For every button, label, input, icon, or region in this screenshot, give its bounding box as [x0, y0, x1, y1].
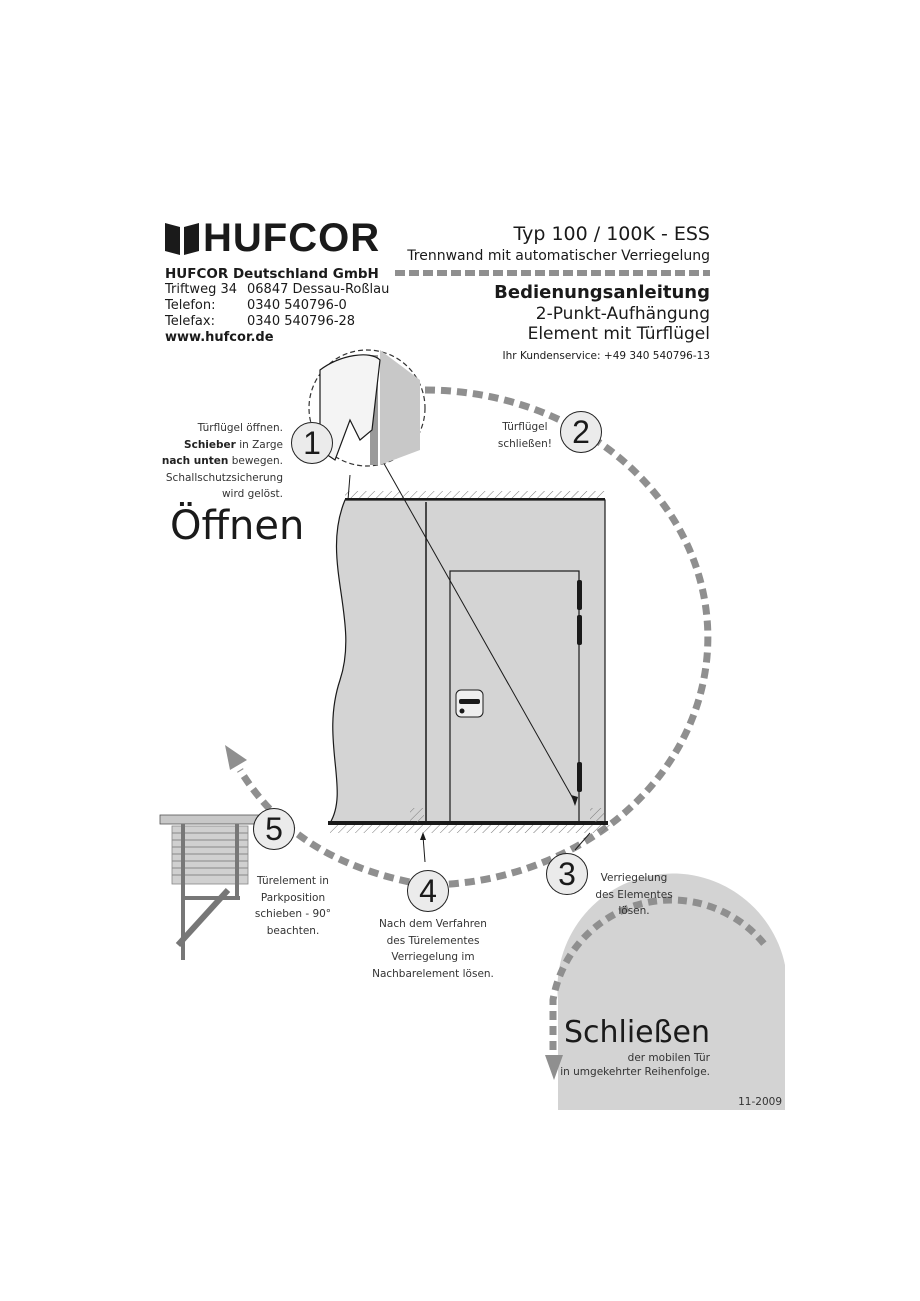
- manual-subtitle-2: Element mit Türflügel: [527, 324, 710, 344]
- type-subtitle: Trennwand mit automatischer Verriegelung: [407, 248, 710, 264]
- website-link[interactable]: www.hufcor.de: [165, 330, 274, 345]
- product-header: Typ 100 / 100K - ESS Trennwand mit autom…: [407, 222, 710, 266]
- dashed-divider: [395, 270, 710, 276]
- document-date: 11-2009: [738, 1096, 782, 1108]
- fax-label: Telefax:: [165, 314, 215, 329]
- manual-title: Bedienungsanleitung: [494, 282, 710, 303]
- step-3-text: Verriegelung des Elementes lösen.: [594, 870, 674, 920]
- step-4-text: Nach dem Verfahren des Türelementes Verr…: [368, 916, 498, 982]
- step-4-line: Nachbarelement lösen.: [372, 967, 494, 980]
- step-1-badge: 1: [291, 422, 333, 464]
- close-line-2: in umgekehrter Reihenfolge.: [560, 1066, 710, 1078]
- process-arc-left: [237, 768, 426, 889]
- step-5-line: schieben - 90° beachten.: [254, 908, 332, 937]
- close-section: Schließen der mobilen Tür in umgekehrter…: [560, 1015, 710, 1079]
- step-1-line: wird gelöst.: [221, 488, 283, 500]
- hufcor-logo: HUFCOR: [165, 218, 380, 258]
- partition-panel: [328, 499, 606, 824]
- person-illustration: [319, 354, 381, 461]
- step-2-badge: 2: [560, 411, 602, 453]
- open-title: Öffnen: [170, 503, 305, 549]
- step-1-text: Türflügel öffnen. Schieber in Zarge nach…: [162, 420, 283, 503]
- step-4-line: Verriegelung im: [391, 951, 475, 963]
- step-3-line: des Elementes: [595, 888, 673, 901]
- step-1-line: Schallschutzsicherung: [165, 471, 283, 484]
- customer-service: Ihr Kundenservice: +49 340 540796-13: [502, 350, 710, 362]
- step-3-line: Verriegelung: [600, 872, 668, 884]
- step-1-line: in Zarge: [235, 438, 283, 451]
- step-3-line: lösen.: [618, 905, 650, 917]
- close-arrow-icon: [545, 1055, 563, 1080]
- close-title: Schließen: [563, 1015, 710, 1050]
- step-5-badge: 5: [253, 808, 295, 850]
- step-4-line: Nach dem Verfahren: [379, 918, 487, 930]
- step-2-line: schließen!: [497, 437, 552, 450]
- step-5-line: Türelement in: [257, 875, 329, 887]
- fax-value: 0340 540796-28: [247, 314, 356, 329]
- step-5-line: Parkposition: [260, 891, 326, 904]
- manual-subtitle-1: 2-Punkt-Aufhängung: [535, 304, 710, 324]
- return-arrow-icon: [225, 745, 247, 770]
- address-street: Triftweg 34: [165, 282, 237, 297]
- company-name: HUFCOR Deutschland GmbH: [165, 266, 379, 282]
- type-title: Typ 100 / 100K - ESS: [513, 223, 710, 245]
- step-4-line: des Türelementes: [386, 934, 480, 947]
- company-info: HUFCOR Deutschland GmbH Triftweg 34 06847…: [165, 266, 389, 346]
- book-logo-icon: [165, 223, 199, 255]
- close-section-bg: [557, 873, 785, 1110]
- door-leaf: [449, 570, 580, 823]
- step-5-text: Türelement in Parkposition schieben - 90…: [228, 873, 358, 939]
- close-arc: [549, 896, 768, 1065]
- step-3-badge: 3: [546, 853, 588, 895]
- step-4-badge: 4: [407, 870, 449, 912]
- address-city: 06847 Dessau-Roßlau: [247, 282, 390, 297]
- manual-header: Bedienungsanleitung 2-Punkt-Aufhängung E…: [494, 282, 710, 344]
- step-1-line: Türflügel öffnen.: [197, 422, 283, 434]
- phone-label: Telefon:: [165, 298, 216, 313]
- step-1-line: bewegen.: [228, 455, 283, 467]
- stacked-panels: [171, 824, 249, 960]
- close-line-1: der mobilen Tür: [627, 1052, 710, 1064]
- step-2-text: Türflügel schließen!: [498, 419, 552, 452]
- step-1-bold: Schieber: [184, 438, 236, 451]
- step-1-bold: nach unten: [161, 455, 229, 467]
- phone-value: 0340 540796-0: [247, 298, 347, 313]
- step-2-line: Türflügel: [502, 421, 548, 433]
- brand-name: HUFCOR: [203, 216, 381, 260]
